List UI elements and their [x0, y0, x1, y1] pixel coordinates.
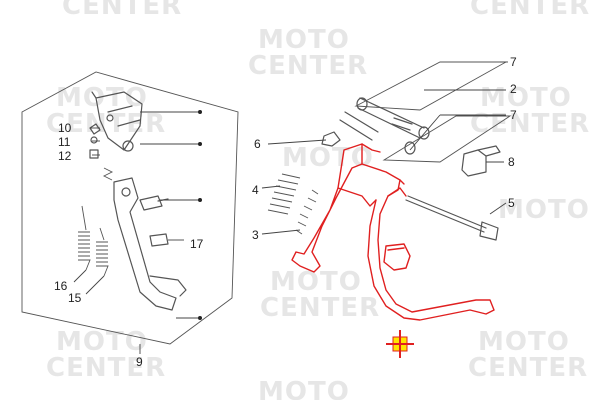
callout-10: 10 — [58, 121, 72, 135]
callout-11: 11 — [58, 135, 71, 149]
callout-16: 16 — [54, 279, 68, 293]
callout-6: 6 — [254, 137, 261, 151]
callout-9: 9 — [136, 355, 143, 369]
watermark-line2: CENTER — [470, 109, 590, 139]
callout-5: 5 — [508, 196, 515, 210]
callout-8: 8 — [508, 155, 515, 169]
watermark-line1: MOTO — [282, 143, 374, 173]
side-stand-parts — [78, 91, 187, 311]
crosshair-marker-icon — [386, 330, 414, 358]
center-stand-upper-parts — [267, 61, 512, 241]
watermark-line1: MOTO — [270, 267, 362, 297]
watermark-line2: CENTER — [468, 353, 588, 383]
watermark-line1: MOTO — [480, 83, 572, 113]
watermark-line1: MOTO — [56, 327, 148, 357]
callout-7: 7 — [510, 108, 517, 122]
watermark-line1: MOTO — [56, 83, 148, 113]
center-stand-highlight — [291, 143, 495, 321]
watermark-line1: MOTO — [478, 327, 570, 357]
watermark-line1: MOTO — [258, 377, 350, 400]
watermark-line1: MOTO — [498, 195, 590, 225]
callout-15: 15 — [68, 291, 82, 305]
watermark-line2: CENTER — [46, 353, 166, 383]
watermark-line2: CENTER — [260, 293, 380, 323]
leader-lines — [73, 61, 508, 354]
callout-7-top: 7 — [510, 55, 517, 69]
watermark-line2: CENTER — [248, 51, 368, 81]
watermark-line2: CENTER — [62, 0, 182, 21]
callout-labels: 10 11 12 17 16 15 9 6 4 3 7 2 7 8 5 — [54, 55, 517, 369]
watermark-line1: MOTO — [258, 25, 350, 55]
callout-4: 4 — [252, 183, 259, 197]
callout-3: 3 — [252, 228, 259, 242]
watermark-line2: CENTER — [46, 109, 166, 139]
callout-2: 2 — [510, 82, 517, 96]
watermark-line2: CENTER — [470, 0, 590, 21]
side-stand-assembly-box — [21, 71, 239, 345]
callout-12: 12 — [58, 149, 72, 163]
watermark-layer: CENTER CENTER MOTO CENTER MOTO MOTO CENT… — [46, 0, 590, 400]
callout-17: 17 — [190, 237, 204, 251]
